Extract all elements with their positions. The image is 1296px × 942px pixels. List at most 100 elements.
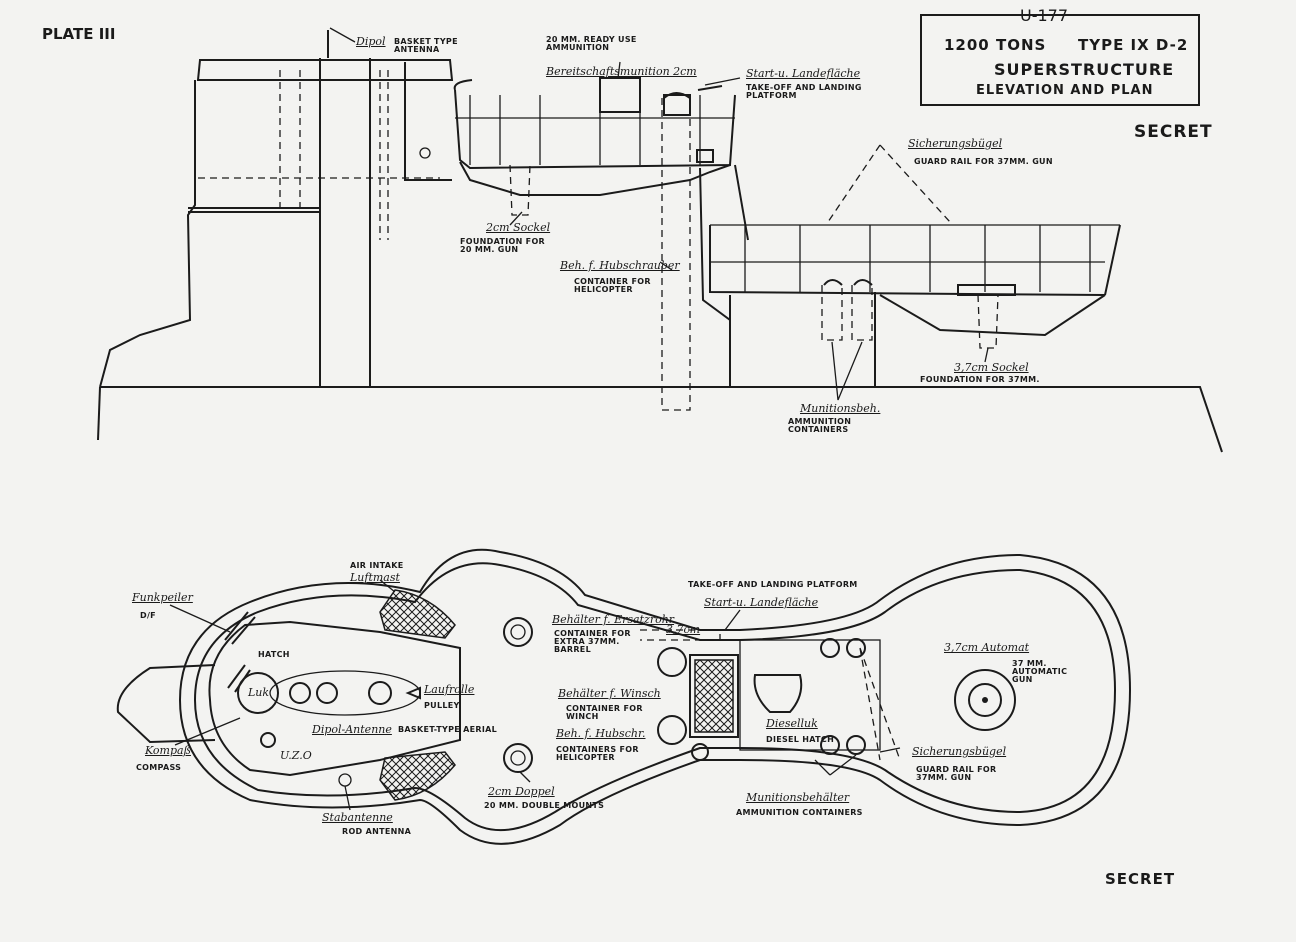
leader-guard-rail [879,747,901,753]
leader-air-intake [379,579,396,593]
rod-antenna-base [338,773,352,787]
leader-ammo-plan [814,754,857,776]
landing-platform-edge [697,85,723,91]
bridge-outline [208,620,461,777]
ammo-containers [821,285,873,341]
mast-housing [319,58,371,387]
label-luk: Luk [248,686,270,699]
bandstand-2-rail-end [1104,224,1121,296]
label-ready-ammo: 20 MM. READY USE AMMUNITION [546,35,637,52]
leader-compass [174,717,241,746]
label-beh-ersatzrohr: Behälter f. Ersatzrohr [552,613,675,626]
label-rod-antenna: ROD ANTENNA [342,827,412,836]
aft-hatched [379,751,456,801]
gun-socket-20 [509,164,531,216]
hidden-lines [279,70,389,240]
tower-top [196,59,454,81]
label-kompass: Kompaß [145,744,191,757]
ammo-cabinet [663,94,691,116]
deck-line [100,386,1223,453]
label-basket-aerial: BASKET-TYPE AERIAL [398,725,497,734]
helicopter-container [661,98,691,411]
ammo-locker-walls [729,292,876,387]
label-foundation-37mm: FOUNDATION FOR 37MM. [920,375,1040,384]
landing-platform-frame [689,654,739,738]
classification-bottom: SECRET [1105,870,1176,888]
label-df: D/F [140,611,156,620]
label-compass: COMPASS [136,763,182,772]
helicopter-container-plan [657,715,687,745]
leader-socket-37 [984,347,989,363]
hatch-circle [237,672,279,714]
label-start-landeflache: Start-u. Landefläche [746,67,861,80]
double-mount-aft [503,743,533,773]
label-funkpeiler: Funkpeiler [132,591,193,604]
guard-rail-arc [827,144,951,223]
winch-container [657,647,687,677]
leader-df [169,604,231,633]
label-guard-rail-plan: GUARD RAIL FOR 37MM. GUN [916,765,997,782]
label-guard-rail: GUARD RAIL FOR 37MM. GUN [914,157,1053,166]
tower-fitting [419,147,431,159]
gun-mount-base [957,284,1016,296]
basket-aerial-outline [269,670,421,716]
pulley-arrow [405,686,421,700]
bandstand-1-stanchions [455,95,735,165]
gun-tub-bottom [879,294,1106,337]
label-laufrolle: Laufrolle [424,683,475,696]
label-takeoff-platform: TAKE-OFF AND LANDING PLATFORM [746,83,862,100]
pulley-3 [368,681,392,705]
label-beh-winsch: Behälter f. Winsch [558,687,661,700]
label-munitionsbehalter: Munitionsbehälter [746,791,850,804]
double-mount-fwd [503,617,533,647]
bandstand-1-bottom [459,161,731,196]
hatch-lid [227,664,251,693]
bow-fairing [116,664,216,744]
leader-platform [724,609,741,631]
leader-landing [704,77,741,86]
label-automat-37: 3,7cm Automat [944,641,1030,654]
rail-curve [453,79,473,91]
label-start-landeflache-plan: Start-u. Landefläche [704,596,819,609]
pulley-1 [289,682,311,704]
label-hatch: HATCH [258,650,290,659]
ammo-container-3 [820,735,840,755]
plate-number: PLATE III [42,25,116,43]
label-munitionsbeh: Munitionsbeh. [800,402,881,415]
label-pulley: PULLEY [424,701,460,710]
gun-mount-ring [954,669,1016,731]
ammo-container-2 [846,638,866,658]
label-bereitschafts: Bereitschaftsmunition 2cm [546,65,697,78]
label-container-barrel: CONTAINER FOR EXTRA 37MM. BARREL [554,629,631,654]
label-container-winch: CONTAINER FOR WINCH [566,704,643,721]
label-uzo: U.Z.O [280,749,312,762]
label-beh-hubschr: Beh. f. Hubschr. [556,727,646,740]
label-containers-helicopter: CONTAINERS FOR HELICOPTER [556,745,639,762]
barrel-container [640,629,721,641]
diesel-hatch [753,674,803,713]
ammo-container-tops [823,279,873,286]
label-container-helicopter: CONTAINER FOR HELICOPTER [574,277,651,294]
label-stabantenne: Stabantenne [322,811,393,824]
air-intake-hatched [379,589,456,639]
leader-doppel [519,771,531,783]
bandstand-2-floor [709,225,1106,296]
label-foundation-20mm: FOUNDATION FOR 20 MM. GUN [460,237,546,254]
platform-support [699,167,731,387]
pulley-2 [316,682,338,704]
label-sicherungsbugel: Sicherungsbügel [908,137,1003,150]
hull-left [97,386,101,441]
uzo-mount [260,732,276,748]
platform-cap [696,149,714,163]
plan-view [116,548,1132,845]
label-dipol: Dipol [356,35,386,48]
label-sockel-37: 3,7cm Sockel [954,361,1029,374]
label-beh-hubschrauber: Beh. f. Hubschrauber [560,259,680,272]
platform-deck [739,639,881,751]
label-luftmast: Luftmast [350,571,400,584]
leader-socket-20 [509,211,523,226]
title-type: TYPE IX D-2 [1078,36,1189,54]
leader-dipol [329,27,356,43]
guard-rail-plan [859,647,901,761]
